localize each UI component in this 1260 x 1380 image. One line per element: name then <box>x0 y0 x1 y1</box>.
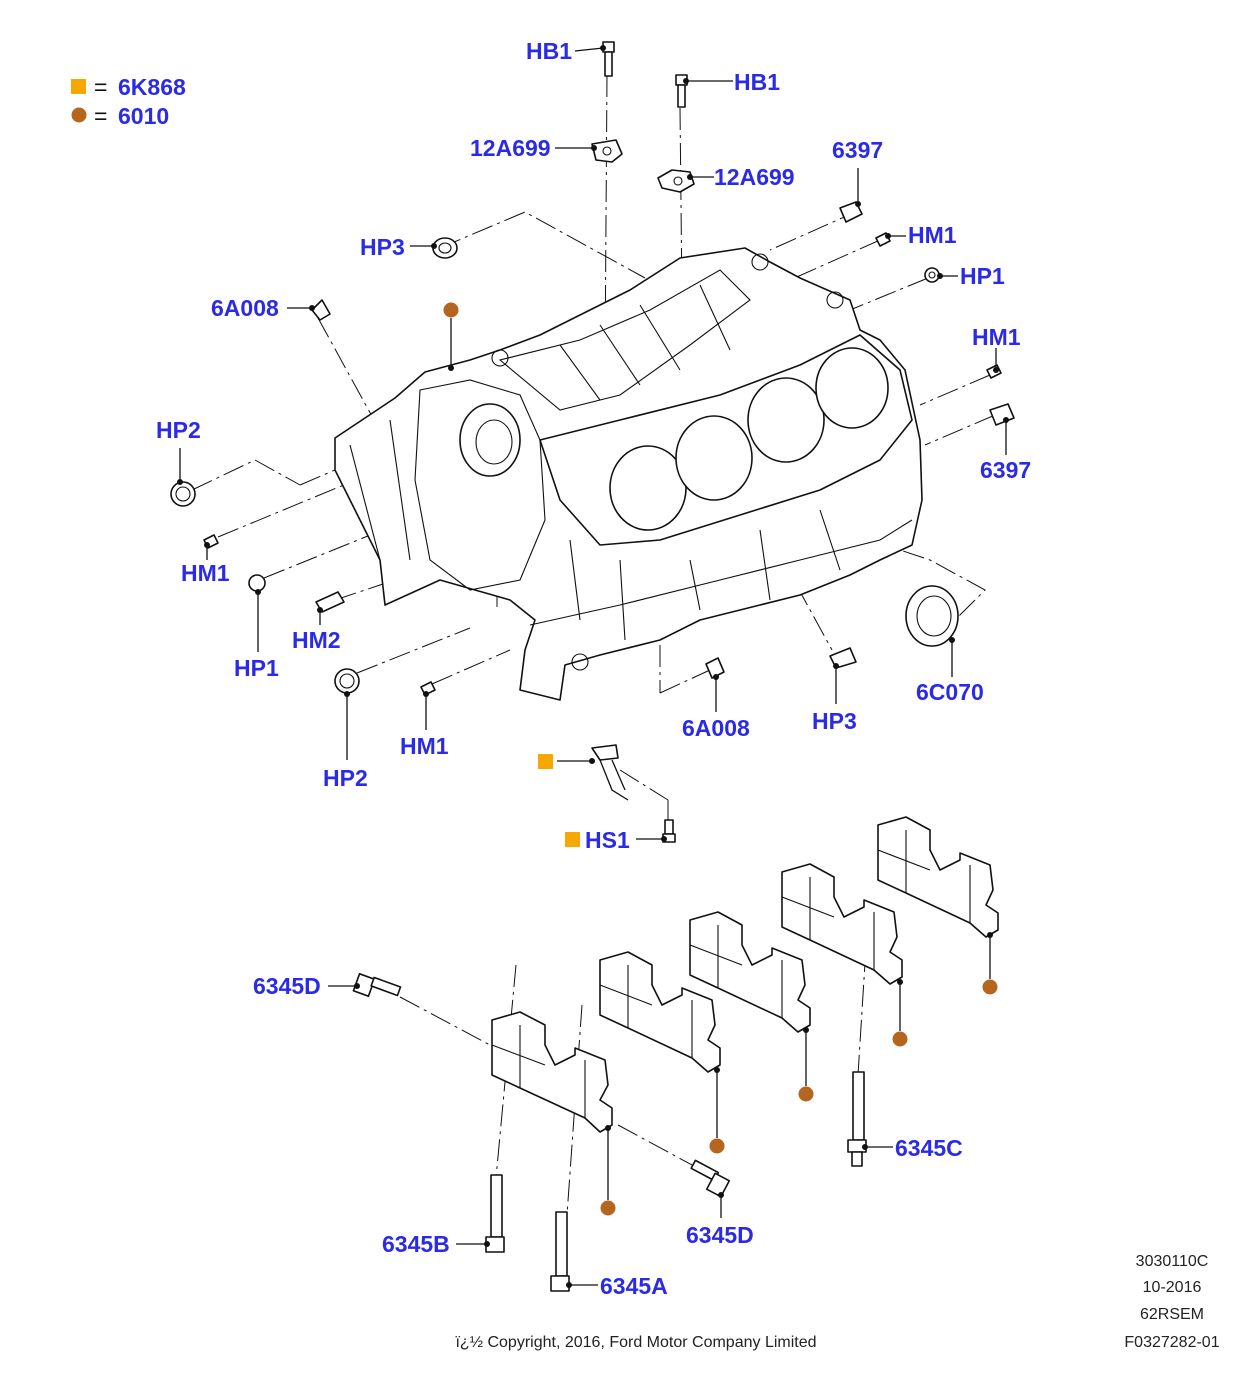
block-boss-1 <box>751 253 769 271</box>
plug-hp1-left <box>248 574 266 592</box>
callout-6345c: 6345C <box>895 1135 963 1161</box>
legend: = 6K868 = 6010 <box>71 74 186 129</box>
bracket-12a699-left <box>591 139 623 163</box>
callout-hm1-right-mid: HM1 <box>972 324 1021 350</box>
footer-date: 10-2016 <box>1143 1279 1202 1296</box>
front-bore-inner <box>475 419 513 465</box>
footer-model: 62RSEM <box>1140 1306 1204 1323</box>
bolt-6345b <box>485 1174 505 1253</box>
callout-6397-right: 6397 <box>980 457 1031 483</box>
bolt-6345d-left <box>352 973 402 997</box>
callout-6c070: 6C070 <box>916 679 984 705</box>
marker-6010-cap-2 <box>709 1138 725 1154</box>
callout-hm2: HM2 <box>292 627 341 653</box>
cylinder-bore-1 <box>609 445 687 531</box>
marker-6010-cap-4 <box>892 1031 908 1047</box>
cylinder-bore-3 <box>747 377 825 463</box>
marker-6k868-hs1 <box>565 832 580 847</box>
block-boss-3 <box>491 349 509 367</box>
legend-equals-1: = <box>94 74 107 100</box>
legend-code-6k868: 6K868 <box>118 74 186 100</box>
plug-hp1-right <box>924 267 940 283</box>
callout-hp1-right: HP1 <box>960 263 1005 289</box>
callout-hp3-lower: HP3 <box>812 708 857 734</box>
callout-hb1-top-right: HB1 <box>734 69 780 95</box>
marker-6010-cap-1 <box>600 1200 616 1216</box>
oil-jet-6k868 <box>591 744 629 801</box>
bracket-12a699-right <box>657 169 695 193</box>
callout-hp2-left: HP2 <box>156 417 201 443</box>
bearing-cap-3 <box>689 911 811 1033</box>
callout-hm1-lower: HM1 <box>400 733 449 759</box>
footer: 3030110C 10-2016 62RSEM F0327282-01 ï¿½ … <box>455 1253 1219 1351</box>
seal-6c070 <box>905 585 959 647</box>
callouts: HB1 HB1 12A699 12A699 6397 HM1 HP1 HM1 6… <box>156 38 1031 1299</box>
callout-hm1-right-top: HM1 <box>908 222 957 248</box>
legend-square-marker <box>71 79 86 94</box>
bolt-6345a <box>550 1211 570 1292</box>
callout-hp1-left: HP1 <box>234 655 279 681</box>
legend-circle-marker <box>71 107 87 123</box>
callout-6345b: 6345B <box>382 1231 450 1257</box>
block-front-face <box>414 379 546 591</box>
front-bore <box>459 403 521 477</box>
footer-figure: F0327282-01 <box>1124 1334 1219 1351</box>
bearing-cap-2 <box>599 951 721 1073</box>
stud-6345c <box>847 1071 867 1167</box>
legend-equals-2: = <box>94 103 107 129</box>
plug-hp3-top <box>432 237 458 259</box>
plug-hp2-left <box>170 481 196 507</box>
callout-hm1-left: HM1 <box>181 560 230 586</box>
block-boss-4 <box>571 653 589 671</box>
plug-hp2-lower <box>334 668 360 694</box>
callout-hp3-top: HP3 <box>360 234 405 260</box>
bearing-cap-1 <box>491 1011 613 1133</box>
legend-code-6010: 6010 <box>118 103 169 129</box>
callout-6345a: 6345A <box>600 1273 668 1299</box>
cylinder-bore-2 <box>675 415 753 501</box>
marker-6k868-oil-jet <box>538 754 553 769</box>
marker-6010-cap-3 <box>798 1086 814 1102</box>
footer-code: 3030110C <box>1136 1253 1209 1270</box>
block-bottom-rail <box>529 519 913 626</box>
cylinder-bore-4 <box>815 347 889 429</box>
bearing-cap-5 <box>877 816 999 938</box>
callout-hb1-top-left: HB1 <box>526 38 572 64</box>
bolt-6345d-right <box>690 1159 731 1198</box>
callout-6345d-left: 6345D <box>253 973 321 999</box>
footer-copyright: ï¿½ Copyright, 2016, Ford Motor Company … <box>455 1334 816 1351</box>
marker-6010-cap-5 <box>982 979 998 995</box>
callout-6a008-lower: 6A008 <box>682 715 750 741</box>
bearing-cap-4 <box>781 863 903 985</box>
marker-6010-block <box>443 302 459 318</box>
block-boss-2 <box>826 291 844 309</box>
callout-12a699-right: 12A699 <box>714 164 795 190</box>
callout-12a699-left: 12A699 <box>470 135 551 161</box>
callout-6345d-right: 6345D <box>686 1222 754 1248</box>
dowel-6a008-lower <box>705 657 725 679</box>
engine-block <box>334 247 923 701</box>
callout-6a008-top: 6A008 <box>211 295 279 321</box>
dowel-6397-right <box>989 403 1015 426</box>
dowel-6a008-top <box>311 299 331 321</box>
block-ribs <box>349 284 841 641</box>
callout-hp2-lower: HP2 <box>323 765 368 791</box>
dowel-6397-top <box>839 201 863 223</box>
callout-6397-top: 6397 <box>832 137 883 163</box>
callout-hs1: HS1 <box>585 827 630 853</box>
